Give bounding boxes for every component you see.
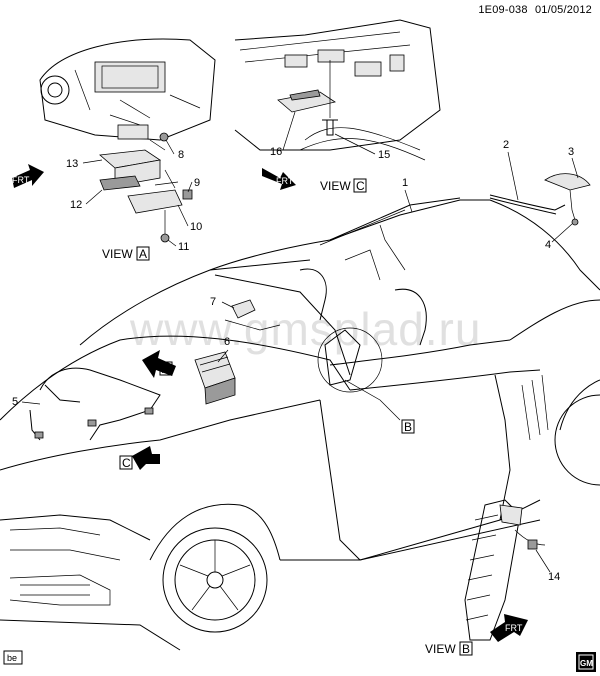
- svg-text:A: A: [162, 362, 170, 376]
- frt-label-b: FRT: [505, 623, 523, 633]
- callout-14: 14: [548, 571, 560, 583]
- svg-text:be: be: [7, 653, 17, 663]
- callout-9: 9: [194, 177, 200, 189]
- svg-text:GM: GM: [580, 659, 593, 668]
- frt-label-c: FRT: [276, 176, 294, 186]
- svg-text:C: C: [356, 179, 365, 193]
- view-b-label: VIEW B: [425, 641, 473, 656]
- diagram-date: 01/05/2012: [534, 4, 592, 16]
- watermark: www.gmsplad.ru: [129, 303, 481, 355]
- diagram-code: 1E09-038: [478, 4, 528, 16]
- svg-text:C: C: [122, 456, 131, 470]
- corner-badge: be: [3, 650, 23, 665]
- callout-7: 7: [210, 296, 216, 308]
- callout-1: 1: [402, 177, 408, 189]
- view-c-label: VIEW C: [320, 178, 367, 193]
- frt-label-a: FRT: [12, 175, 30, 185]
- front-arrow-view-b: FRT: [490, 614, 528, 642]
- callout-3: 3: [568, 146, 574, 158]
- front-arrow-view-c: FRT: [262, 168, 296, 190]
- car-body: [0, 197, 600, 651]
- callout-11: 11: [178, 241, 189, 253]
- view-a-illustration: [39, 38, 216, 243]
- svg-text:B: B: [462, 642, 470, 656]
- front-arrow-view-a: FRT: [12, 164, 44, 188]
- view-arrow-c: C: [119, 446, 160, 470]
- svg-text:A: A: [139, 247, 147, 261]
- callout-4: 4: [545, 239, 551, 251]
- diagram-header: 1E09-038 01/05/2012: [474, 4, 592, 16]
- callout-12: 12: [70, 199, 82, 211]
- callout-2: 2: [503, 139, 509, 151]
- view-a-label: VIEW A: [102, 246, 150, 261]
- callout-16: 16: [270, 146, 282, 158]
- callout-6: 6: [224, 336, 230, 348]
- svg-text:VIEW: VIEW: [320, 179, 351, 193]
- view-arrow-a: A: [142, 350, 176, 378]
- callout-15: 15: [378, 149, 390, 161]
- view-b-illustration: [464, 499, 546, 641]
- callout-13: 13: [66, 158, 78, 170]
- view-c-illustration: [234, 19, 441, 161]
- callout-10: 10: [190, 221, 202, 233]
- antenna-parts: [489, 173, 591, 226]
- svg-text:VIEW: VIEW: [425, 642, 456, 656]
- gm-logo: GM: [576, 652, 596, 672]
- svg-text:VIEW: VIEW: [102, 247, 133, 261]
- view-arrow-b: B: [344, 379, 415, 434]
- callout-8: 8: [178, 149, 184, 161]
- svg-text:B: B: [404, 420, 412, 434]
- callout-5: 5: [12, 396, 18, 408]
